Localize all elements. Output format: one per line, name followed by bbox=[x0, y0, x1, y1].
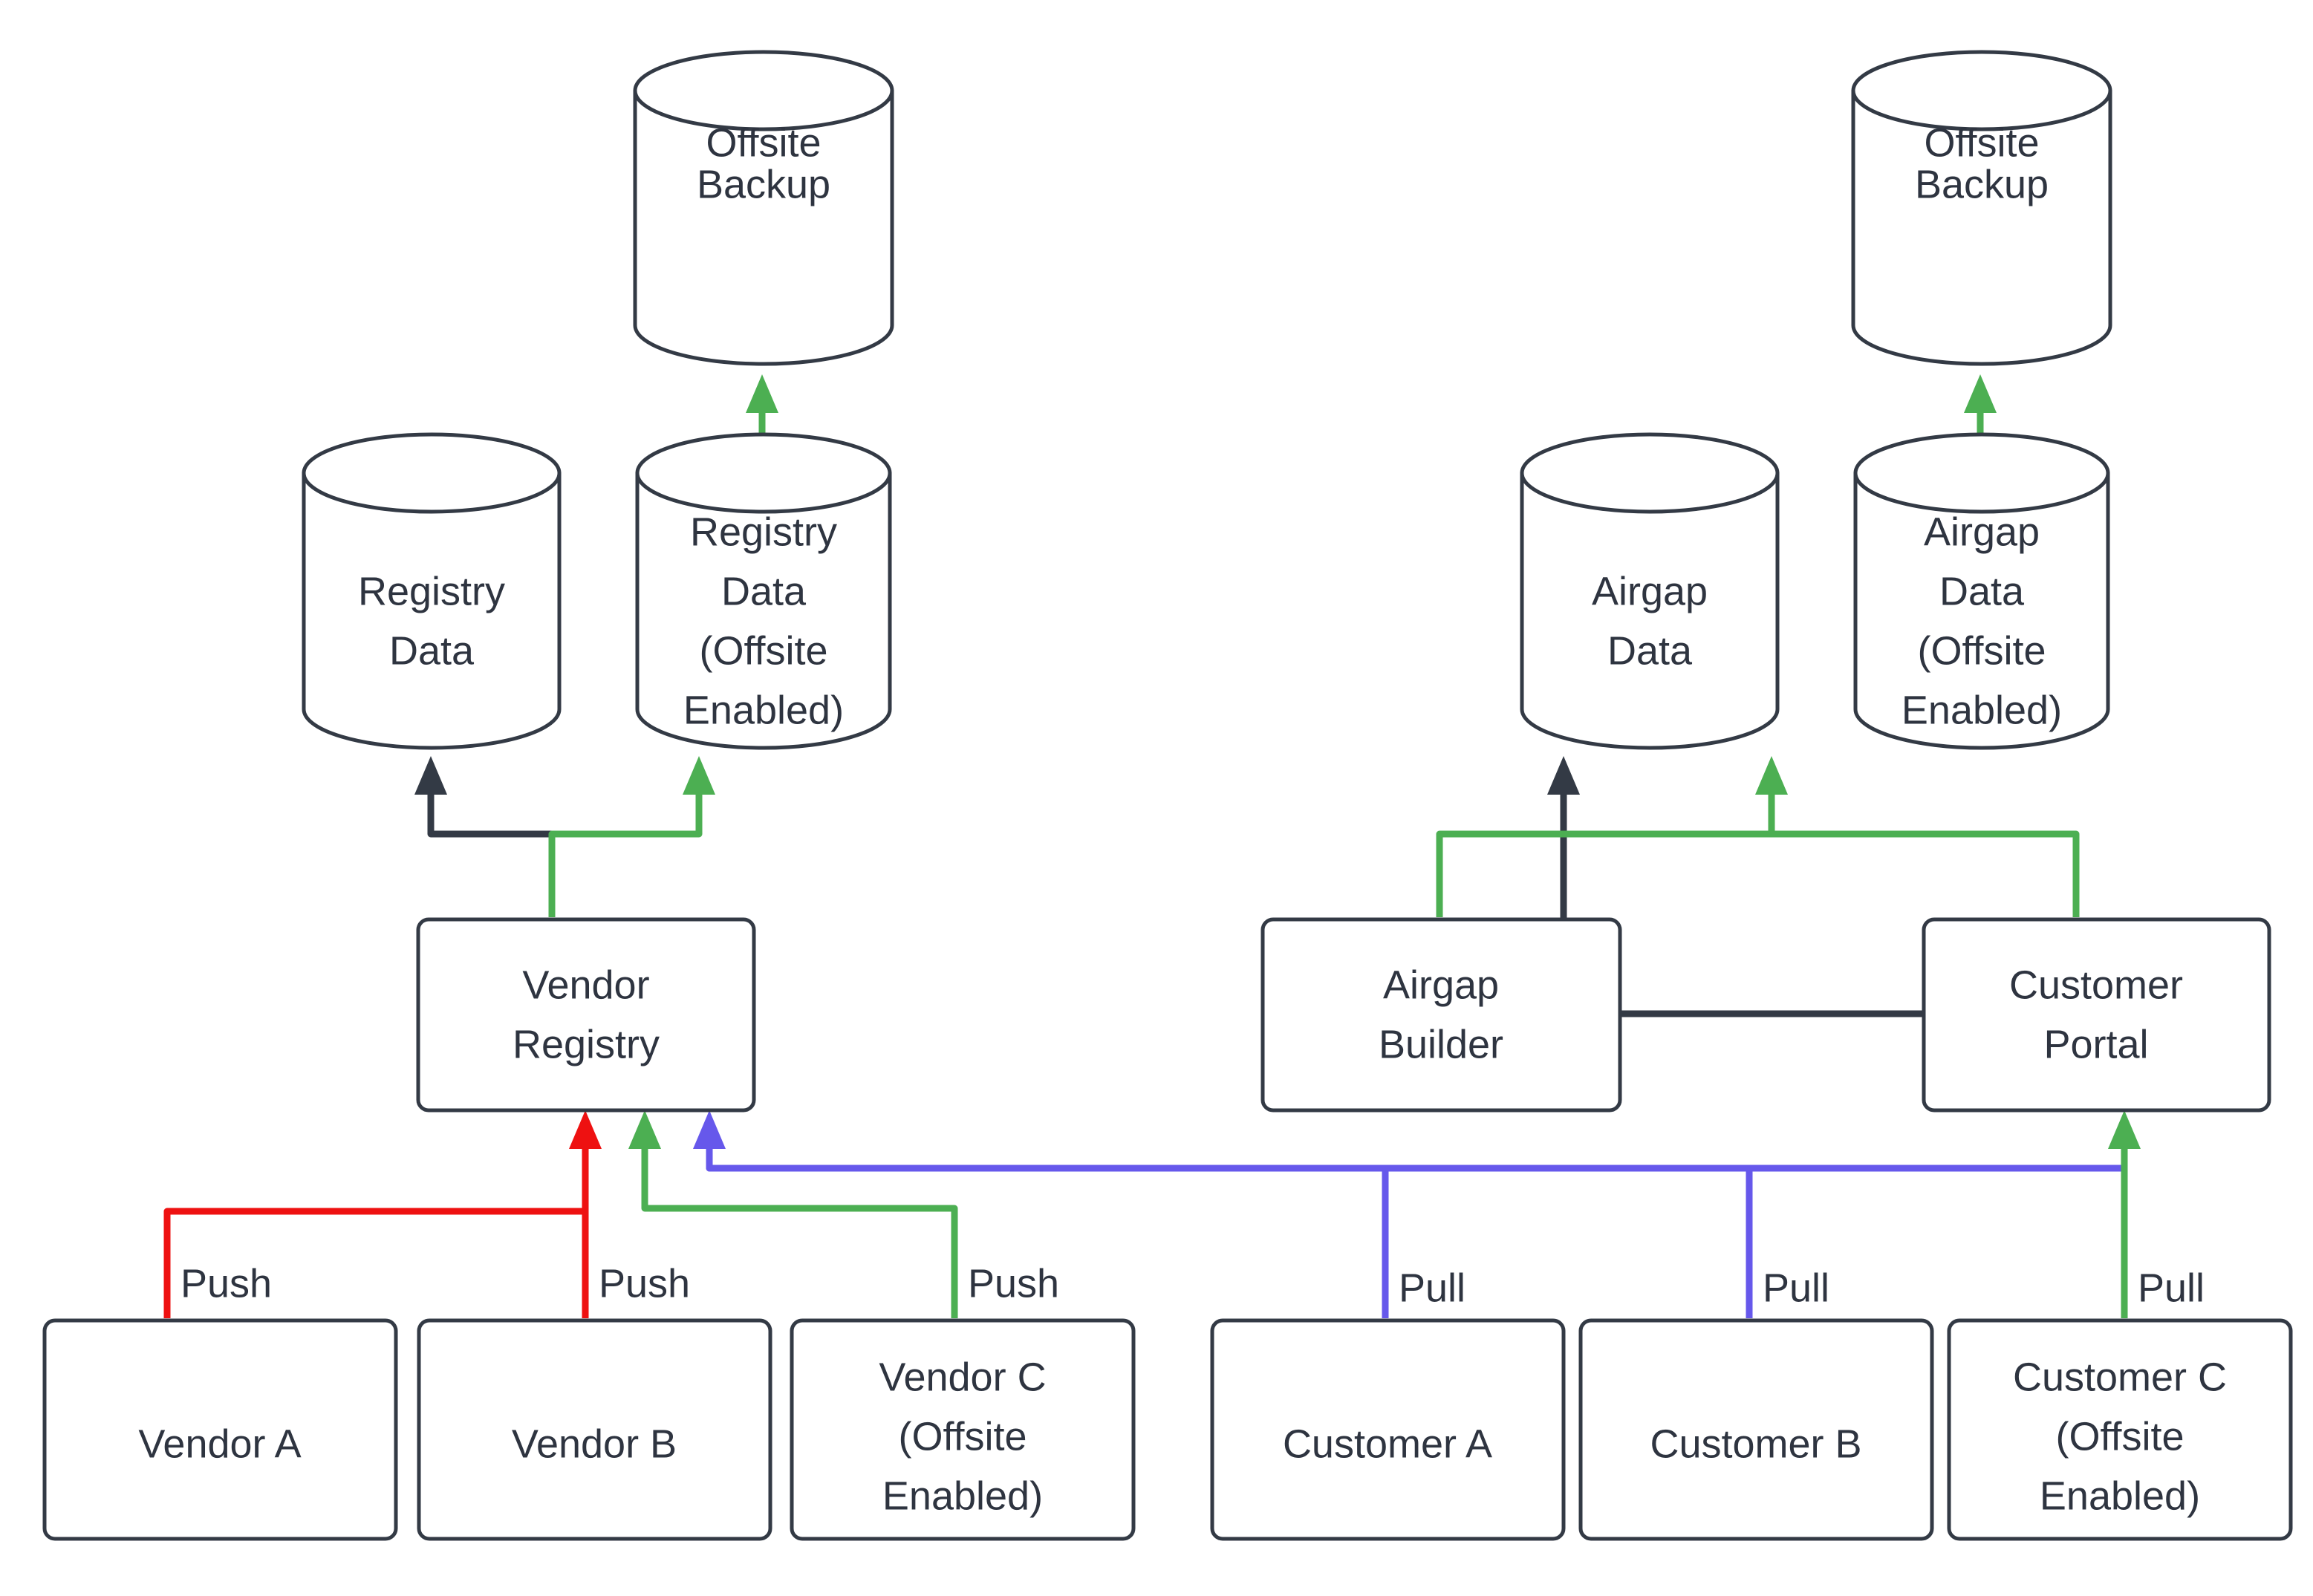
edge-vendor-registry-to-registry-data-offsite bbox=[548, 756, 715, 917]
node-label: Airgap bbox=[1383, 963, 1499, 1007]
edge-label-push-vendor-a: Push bbox=[180, 1261, 272, 1306]
node-customer-a[interactable]: Customer A bbox=[1210, 1318, 1566, 1541]
edge-label-pull-customer-a: Pull bbox=[1399, 1266, 1465, 1310]
node-label: Data bbox=[389, 628, 475, 673]
node-customer-c[interactable]: Customer C (Offsite Enabled) bbox=[1947, 1318, 2293, 1541]
node-label: Enabled) bbox=[1902, 688, 2062, 732]
edge-vendor-registry-to-registry-data bbox=[414, 756, 556, 917]
node-label: Backup bbox=[697, 162, 830, 206]
node-vendor-a[interactable]: Vendor A bbox=[42, 1318, 398, 1541]
node-registry-data-offsite[interactable]: Registry Data (Offsite Enabled) bbox=[635, 432, 892, 750]
node-label: Portal bbox=[2043, 1022, 2148, 1066]
node-label: Data bbox=[721, 569, 807, 613]
node-label: Builder bbox=[1379, 1022, 1503, 1066]
edge-customer-c-to-customer-portal bbox=[2108, 1110, 2141, 1318]
edge-label-push-vendor-c: Push bbox=[968, 1261, 1059, 1306]
node-label: Customer bbox=[2009, 963, 2183, 1007]
edge-label-pull-customer-b: Pull bbox=[1763, 1266, 1829, 1310]
node-label: Airgap bbox=[1924, 509, 2040, 554]
node-label: Backup bbox=[1915, 162, 2049, 206]
node-label: Registry bbox=[358, 569, 505, 613]
node-label: Enabled) bbox=[882, 1473, 1043, 1518]
node-airgap-builder[interactable]: Airgap Builder bbox=[1260, 917, 1622, 1113]
node-customer-b[interactable]: Customer B bbox=[1578, 1318, 1934, 1541]
node-vendor-c[interactable]: Vendor C (Offsite Enabled) bbox=[790, 1318, 1136, 1541]
node-offsite-backup-right[interactable]: Offsite Backup bbox=[1851, 50, 2112, 366]
node-label: Data bbox=[1607, 628, 1693, 673]
edge-vendor-c-to-vendor-registry bbox=[628, 1110, 958, 1318]
node-label: Vendor C bbox=[879, 1355, 1046, 1399]
node-label: Vendor A bbox=[138, 1421, 301, 1466]
node-registry-data[interactable]: Registry Data bbox=[302, 432, 562, 750]
node-label: (Offsite bbox=[2055, 1414, 2184, 1459]
node-label: (Offsite bbox=[898, 1414, 1027, 1459]
node-airgap-data[interactable]: Airgap Data bbox=[1520, 432, 1780, 750]
node-label: Customer C bbox=[2013, 1355, 2227, 1399]
node-label: Vendor bbox=[522, 963, 649, 1007]
node-label: Airgap bbox=[1592, 569, 1708, 613]
edge-airgap-builder-to-airgap-data-offsite bbox=[1436, 756, 1788, 917]
node-label: Registry bbox=[690, 509, 837, 554]
node-label: (Offsite bbox=[699, 628, 827, 673]
node-label: Vendor B bbox=[512, 1421, 677, 1466]
node-label: Enabled) bbox=[2040, 1473, 2200, 1518]
node-label: (Offsite bbox=[1917, 628, 2046, 673]
node-vendor-b[interactable]: Vendor B bbox=[417, 1318, 772, 1541]
node-offsite-backup-left[interactable]: Offsite Backup bbox=[633, 50, 894, 366]
node-label: Customer B bbox=[1650, 1421, 1861, 1466]
node-label: Offsite bbox=[706, 120, 821, 165]
edge-label-push-vendor-b: Push bbox=[599, 1261, 690, 1306]
node-label: Offsite bbox=[1924, 120, 2039, 165]
node-label: Registry bbox=[513, 1022, 660, 1066]
node-label: Data bbox=[1939, 569, 2025, 613]
node-label: Enabled) bbox=[683, 688, 844, 732]
node-label: Customer A bbox=[1283, 1421, 1492, 1466]
node-vendor-registry[interactable]: Vendor Registry bbox=[416, 917, 756, 1113]
node-customer-portal[interactable]: Customer Portal bbox=[1922, 917, 2271, 1113]
edge-customer-b-to-vendor-registry bbox=[706, 1138, 2124, 1318]
edge-customer-portal-to-airgap-data-offsite bbox=[1768, 784, 2080, 917]
edge-label-pull-customer-c: Pull bbox=[2138, 1266, 2205, 1310]
node-airgap-data-offsite[interactable]: Airgap Data (Offsite Enabled) bbox=[1853, 432, 2110, 750]
